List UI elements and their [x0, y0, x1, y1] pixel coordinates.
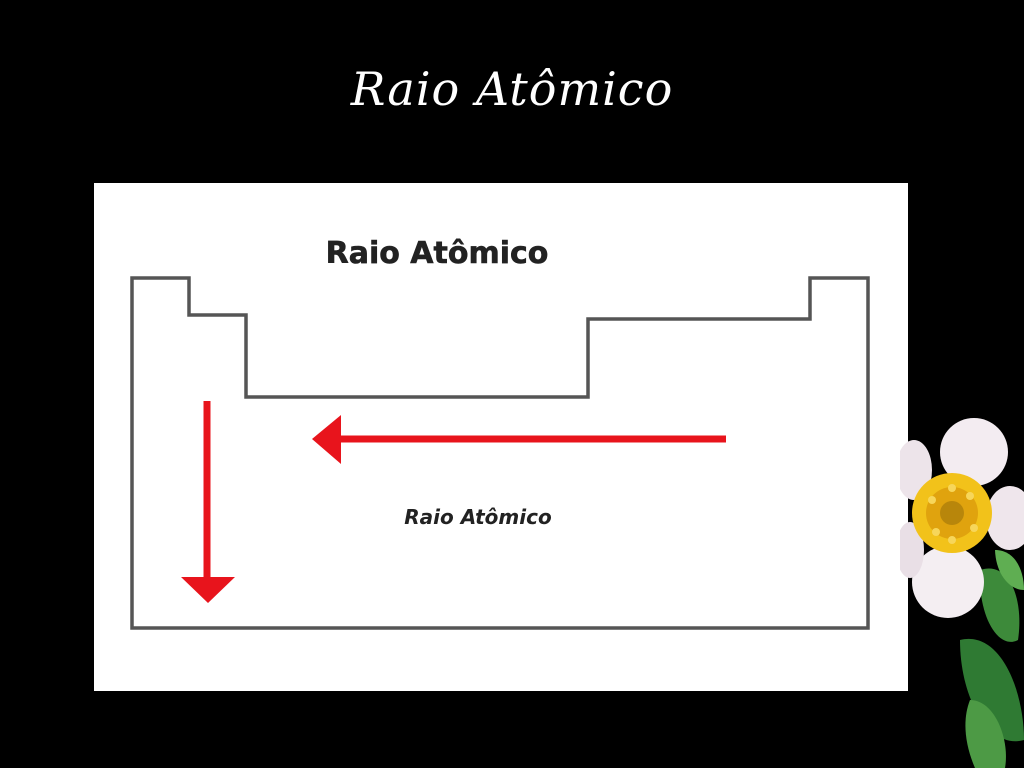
- flower-icon: [900, 418, 1024, 768]
- vertical-arrow-head: [181, 577, 235, 603]
- diagram-panel: Raio Atômico Raio Atômico: [94, 183, 908, 691]
- periodic-table-diagram: Raio Atômico Raio Atômico: [130, 236, 870, 630]
- arrow-label: Raio Atômico: [404, 505, 552, 529]
- periodic-table-outline: [130, 276, 870, 630]
- diagram-heading: Raio Atômico: [326, 236, 549, 271]
- horizontal-arrow-head: [312, 415, 341, 464]
- slide-title: Raio Atômico: [350, 62, 674, 116]
